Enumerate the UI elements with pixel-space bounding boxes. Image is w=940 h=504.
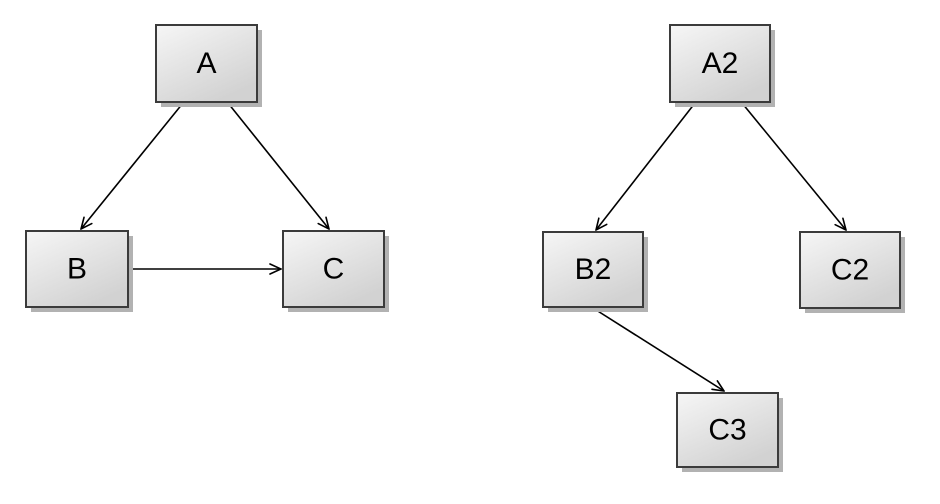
node-box-C2[interactable] (799, 231, 901, 309)
node-label-A: A (196, 47, 216, 80)
node-box-A2[interactable] (669, 24, 771, 103)
edge-A2-B2[interactable] (596, 102, 696, 230)
node-C: C (282, 230, 389, 312)
node-label-B: B (67, 253, 87, 286)
node-box-C3[interactable] (676, 392, 779, 468)
node-box-C[interactable] (282, 230, 385, 308)
edge-A-C[interactable] (227, 102, 329, 229)
node-label-C3: C3 (708, 414, 746, 447)
left-graph: A B C (25, 24, 389, 312)
node-box-B2[interactable] (542, 231, 644, 308)
edge-A-B[interactable] (81, 102, 184, 229)
node-B: B (25, 230, 133, 312)
node-label-C2: C2 (831, 254, 869, 287)
node-box-A[interactable] (155, 24, 258, 103)
node-label-B2: B2 (575, 253, 612, 286)
node-label-A2: A2 (702, 47, 739, 80)
node-C3: C3 (676, 392, 783, 472)
node-B2: B2 (542, 231, 648, 312)
node-box-B[interactable] (25, 230, 129, 308)
node-A2: A2 (669, 24, 775, 107)
edge-B2-C3[interactable] (592, 307, 724, 391)
edge-A2-C2[interactable] (741, 102, 846, 230)
node-label-C: C (323, 253, 345, 286)
node-A: A (155, 24, 262, 107)
node-C2: C2 (799, 231, 905, 313)
